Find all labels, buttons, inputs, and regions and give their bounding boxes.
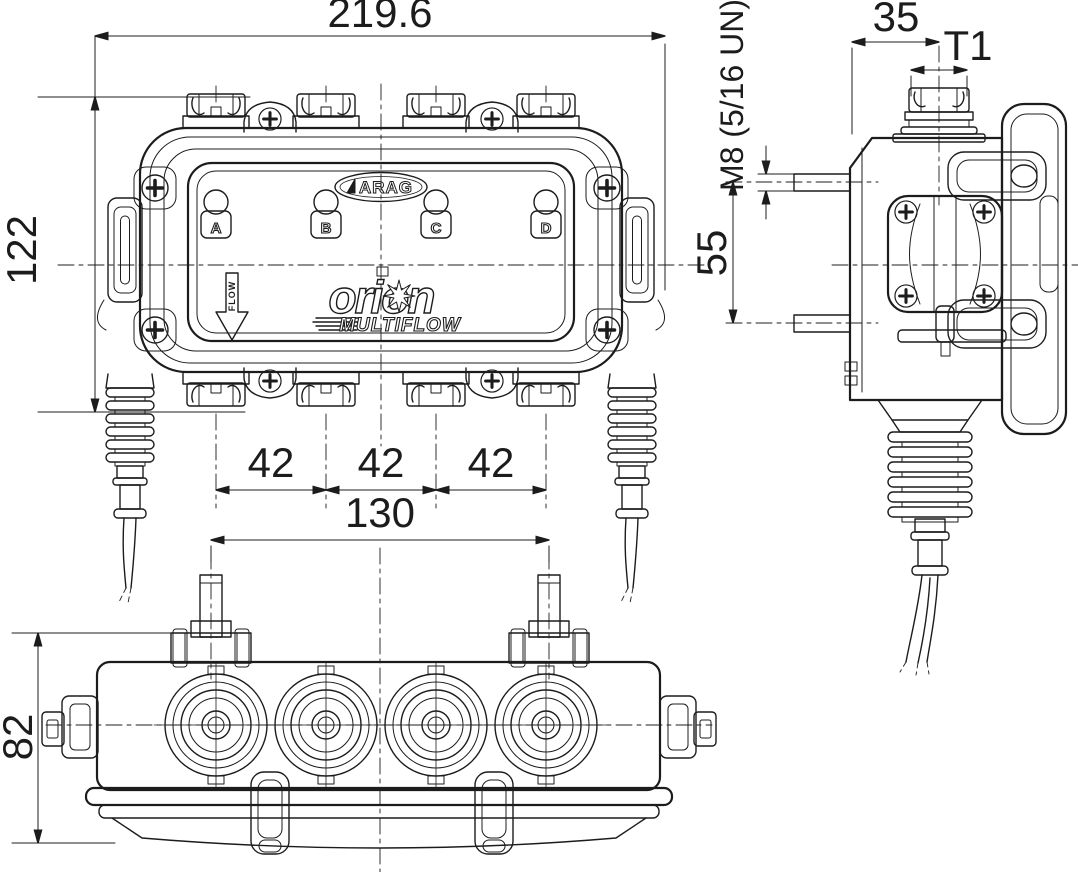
bottom-view: [41, 547, 717, 872]
side-bellows-cable: [887, 419, 973, 676]
multiflow-logo-text: MULTIFLOW: [339, 315, 462, 336]
dim-front-height-text: 122: [0, 215, 45, 285]
orion-logo: orion MULTIFLOW: [312, 266, 462, 337]
bottom-latches: [250, 771, 514, 855]
bottom-centerlines: [45, 547, 713, 872]
orion-logo-text: orion: [329, 271, 435, 323]
corner-screws: [133, 166, 629, 352]
bottom-side-clips: [41, 695, 717, 759]
arag-logo-triangle: [346, 178, 356, 194]
dim-side-depth-text: 35: [873, 0, 920, 40]
arag-logo-text: ARAG: [359, 178, 413, 197]
dim-side-stud-spacing-text: 55: [688, 230, 735, 277]
dim-top-thread: T1: [911, 22, 993, 97]
dim-side-depth: 35: [852, 0, 939, 135]
side-studs: [793, 173, 851, 333]
dim-stud-spacing-text: 130: [345, 489, 415, 536]
dim-bottom-height-text: 82: [0, 714, 41, 761]
dim-side-stud-spacing: 55: [688, 182, 735, 323]
port-label-a: A: [211, 220, 222, 237]
dim-front-width: 219.6: [95, 0, 665, 291]
dim-bottom-height: 82: [0, 633, 181, 843]
port-label-b: B: [321, 220, 332, 237]
dim-port-spacing-text-2: 42: [358, 439, 405, 486]
dim-port-spacing: 42 42 42: [216, 413, 546, 509]
dim-port-spacing-text-1: 42: [248, 439, 295, 486]
port-tags: A B C D: [200, 189, 562, 239]
orion-i-dot: [376, 266, 389, 277]
dim-top-thread-text: T1: [943, 22, 992, 69]
dim-front-width-text: 219.6: [327, 0, 432, 36]
side-view: [725, 45, 1078, 676]
side-lid: [1000, 102, 1068, 436]
orion-star-icon: [382, 279, 416, 313]
side-clips: [947, 151, 1047, 349]
flow-arrow: FLOW: [215, 272, 249, 341]
port-label-d: D: [541, 220, 552, 237]
port-label-c: C: [431, 220, 442, 237]
flow-arrow-shape: [215, 272, 249, 341]
side-body: [844, 136, 1004, 421]
dim-port-spacing-text-3: 42: [468, 439, 515, 486]
dim-front-height: 122: [0, 43, 251, 412]
multiflow-speed-lines: [312, 317, 360, 331]
side-clamp-bracket: [886, 194, 1007, 357]
front-centerlines: [57, 83, 705, 447]
side-centerlines: [725, 45, 1078, 324]
dim-stud-thread: M8 (5/16 UN): [714, 0, 797, 220]
dim-stud-thread-text: M8 (5/16 UN): [714, 0, 750, 191]
flow-arrow-label: FLOW: [227, 281, 237, 312]
